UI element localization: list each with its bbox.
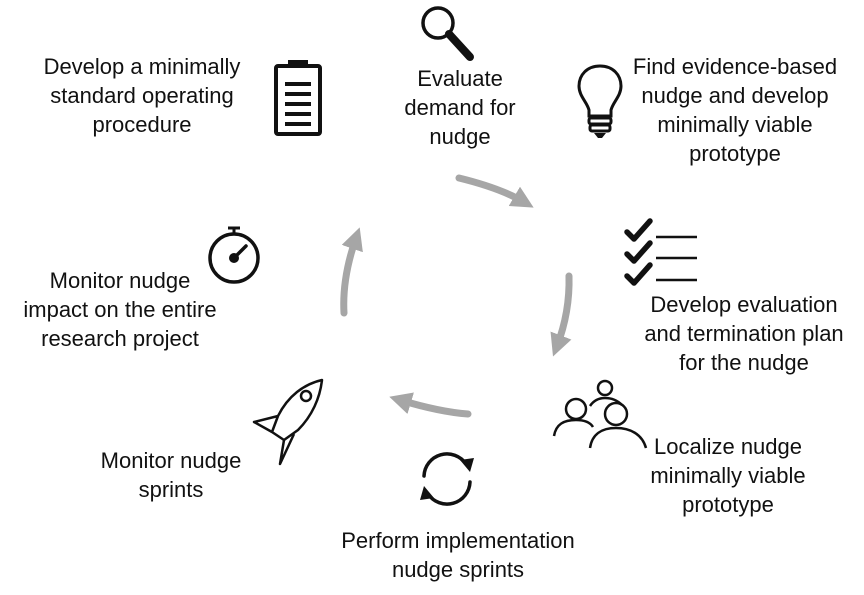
step-label-monitor-impact: Monitor nudge impact on the entire resea… <box>23 268 217 351</box>
checklist-icon <box>624 218 697 286</box>
step-label-sop: Develop a minimally standard operating p… <box>43 54 241 137</box>
step-label-localize: Localize nudge minimally viable prototyp… <box>650 434 806 517</box>
arrow-top-right <box>455 174 534 208</box>
arrow-right <box>550 272 573 357</box>
step-label-find: Find evidence-based nudge and develop mi… <box>632 54 838 166</box>
lightbulb-icon <box>577 64 623 138</box>
arrow-bottom <box>389 392 472 418</box>
step-label-evaluation-plan: Develop evaluation and termination plan … <box>644 292 844 375</box>
gauge-icon <box>208 226 260 284</box>
step-label-evaluate: Evaluate demand for nudge <box>404 66 516 149</box>
magnifying-glass-icon <box>421 6 474 61</box>
people-group-icon <box>552 379 648 449</box>
arrow-left <box>340 227 363 317</box>
clipboard-icon <box>274 60 322 136</box>
step-label-perform: Perform implementation nudge sprints <box>341 528 575 582</box>
cycle-arrows-icon <box>420 452 474 506</box>
step-label-monitor-sprints: Monitor nudge sprints <box>100 448 242 502</box>
rocket-icon <box>252 378 324 466</box>
